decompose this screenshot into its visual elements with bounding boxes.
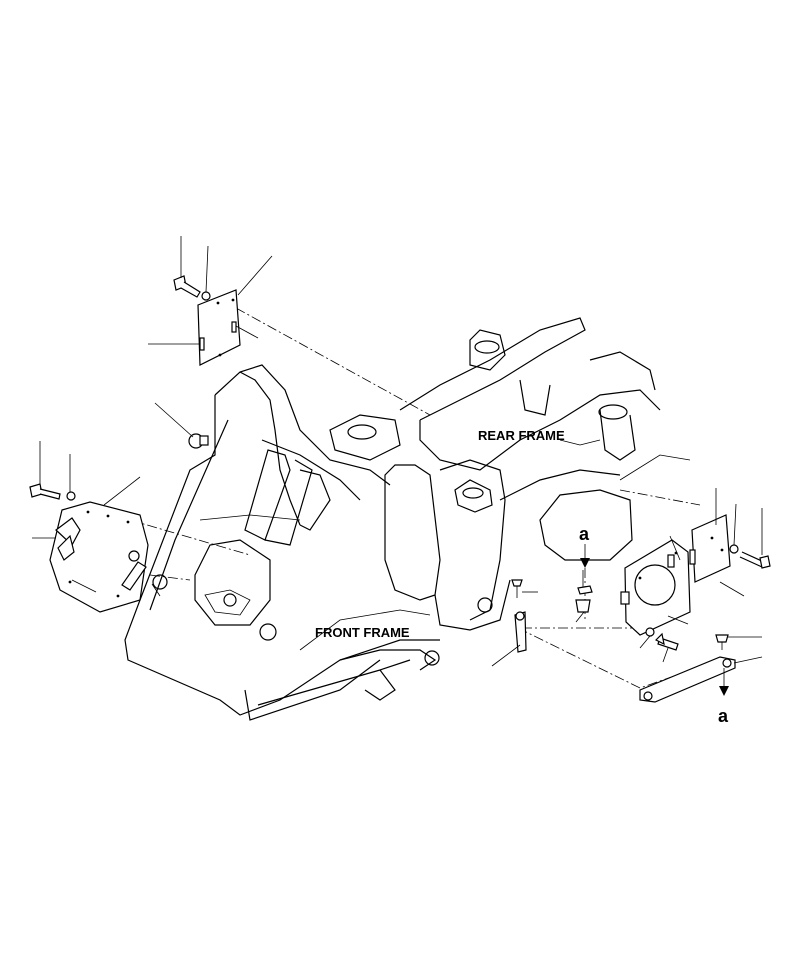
leader-lines <box>32 236 763 667</box>
bolt-left <box>29 483 61 500</box>
rear-frame-label: REAR FRAME <box>478 428 565 443</box>
bolt-right <box>739 551 771 569</box>
lever-center <box>514 611 527 653</box>
rear-frame-drawing <box>329 317 691 631</box>
cover-plate-left <box>49 501 149 613</box>
spacer-center <box>575 570 593 613</box>
washer-left <box>66 491 76 501</box>
bolt-lower-center <box>654 632 679 651</box>
lock-bar <box>639 656 736 703</box>
ref-arrow-bottom <box>719 668 729 696</box>
pin-lower-right <box>715 634 729 650</box>
washer-top <box>201 291 211 301</box>
plug-part <box>188 433 209 449</box>
bolt-top <box>173 275 201 298</box>
front-frame-label: FRONT FRAME <box>315 625 410 640</box>
cover-plate-top <box>197 289 241 366</box>
pin-center <box>511 579 523 598</box>
reference-letter-bottom: a <box>718 706 729 726</box>
reference-letter-top: a <box>579 524 590 544</box>
washer-right <box>729 544 739 554</box>
installation-lines <box>129 307 721 689</box>
cover-plate-right-small <box>689 514 731 583</box>
washer-lower-center <box>645 627 655 637</box>
front-frame-drawing <box>124 364 440 721</box>
ref-arrow-top <box>580 544 590 568</box>
